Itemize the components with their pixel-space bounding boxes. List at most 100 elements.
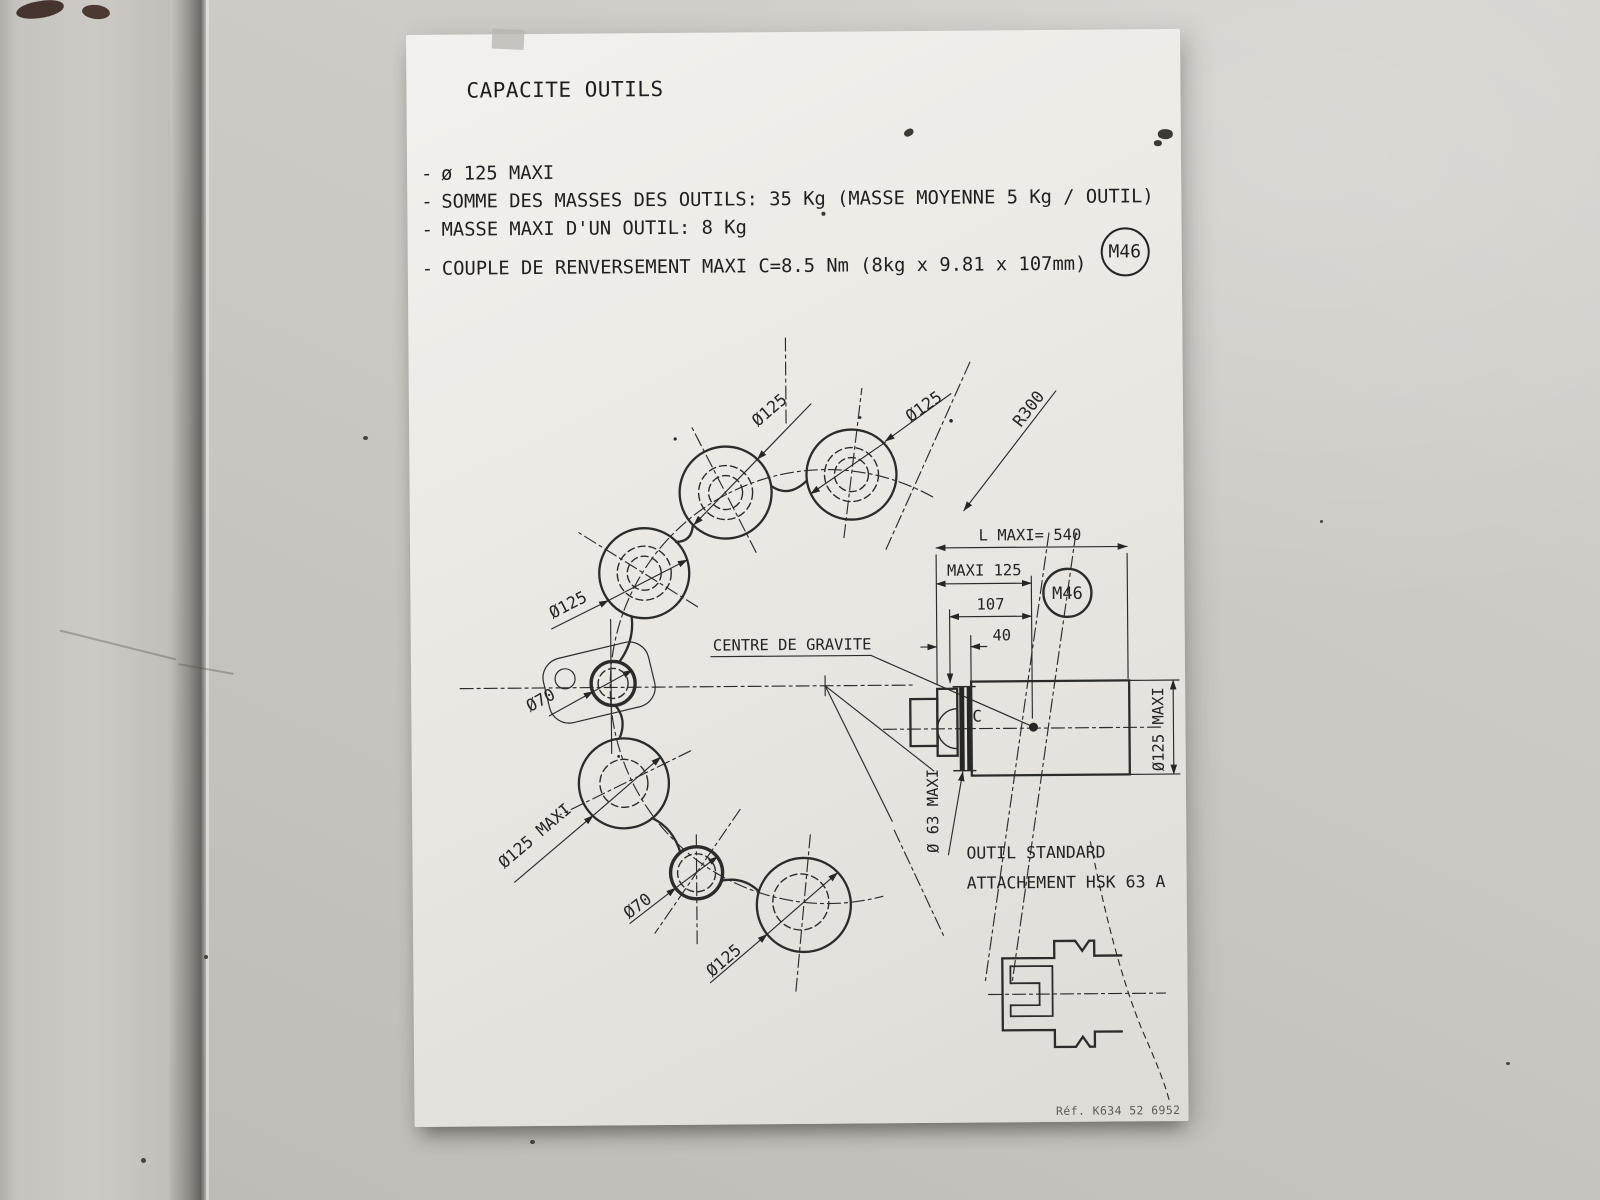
centre-gravite-label: CENTRE DE GRAVITE [713,635,872,654]
tool-pocket-circle [598,527,691,620]
tool-note-line1: OUTIL STANDARD [966,843,1105,863]
leader-line [693,458,758,526]
pocket-neck [614,704,624,740]
dim-label-dia125-c1: Ø125 [902,387,945,426]
page-title: CAPACITE OUTILS [466,77,664,103]
wall-panel-gap-shadow [168,0,206,1200]
construction-line [824,685,935,772]
tool-side-view: M46 [882,532,1170,1102]
pocket-bore-dashed [772,873,830,931]
leader-line [629,887,677,924]
radial-line [893,829,946,940]
hsk-profile-cavity [1009,965,1054,1018]
extension-line [1126,552,1129,679]
leader-line [709,933,768,984]
gripper-circle [668,845,725,901]
spec-item: -COUPLE DE RENVERSEMENT MAXI C=8.5 Nm (8… [422,227,1155,280]
center-of-gravity-point [1028,722,1038,732]
hsk-attachment: OUTIL STANDARD ATTACHEMENT HSK 63 A [966,843,1167,1049]
hsk-centerline [987,992,1167,996]
centre-gravite-callout: CENTRE DE GRAVITE C [710,635,1038,732]
pocket-neck [617,615,634,664]
gripper-pivot-circle [554,668,576,690]
gauge-ring-bar [959,686,965,771]
hsk-taper-tip [909,697,939,748]
tool-axis-line [882,726,1163,730]
extension-line [946,609,954,684]
leader-line [884,393,952,442]
tape-mark [491,28,525,50]
pocket-bore-dashed [597,667,629,700]
r300-leader-line [963,390,1057,512]
list-dash: - [421,258,434,280]
callout-leader [870,654,1031,726]
pocket-bore-dashed [599,758,649,809]
leader-line [607,559,688,602]
dim-label-dia70-gripper-left: Ø70 [523,685,558,716]
tool-pocket-circle [755,856,853,954]
spec-text: SOMME DES MASSES DES OUTILS: 35 Kg (MASS… [441,186,1154,213]
pocket-bore-dashed [707,474,744,511]
extension-line [1030,575,1033,719]
paper-speck [617,754,621,758]
pocket-bore-dashed [833,456,870,493]
paper-speck [949,418,953,423]
dim-label-l-maxi: L MAXI= 540 [979,526,1082,545]
wall-left-panel [0,0,170,1200]
spec-list: -ø 125 MAXI -SOMME DES MASSES DES OUTILS… [421,155,1155,280]
pocket-bore-dashed [626,555,662,591]
construction-diagonal [1011,532,1077,981]
radial-line [695,834,698,946]
drawing-specks [617,416,953,758]
list-dash: - [421,219,433,241]
dim-label-40: 40 [992,626,1011,644]
paper-speck [1157,129,1173,140]
radial-line [885,360,972,550]
radial-line [578,532,699,608]
dim-label-maxi-125: MAXI 125 [947,561,1022,580]
center-line-horizontal [459,684,914,690]
pocket-bore-dashed [616,545,672,601]
dim-label-dia125-c7: Ø125 [702,940,745,980]
side-view-dimensions: L MAXI= 540 MAXI 125 107 40 Ø 63 MAXI [920,526,1181,856]
tool-pocket-circle [805,428,898,521]
leader-line [548,691,594,717]
pocket-bore-dashed [676,853,717,893]
pocket-neck [674,523,695,544]
paper-speck [1153,140,1162,147]
paper-speck [673,437,677,441]
wall-speck [1506,1062,1510,1065]
gripper-circle [589,659,637,708]
dim-line [1169,679,1178,775]
paper-speck [902,127,915,139]
index-line-vertical [784,337,787,425]
radial-line [843,387,863,539]
spec-item: -SOMME DES MASSES DES OUTILS: 35 Kg (MAS… [421,183,1154,217]
spec-text: COUPLE DE RENVERSEMENT MAXI C=8.5 Nm (8k… [441,253,1087,280]
pitch-circle-arc [609,468,934,905]
dim-label-107: 107 [976,595,1004,613]
wall-speck [363,436,368,440]
dim-label-dia125-maxi-c5: Ø125 MAXI [495,800,575,872]
pocket-neck [720,878,760,893]
dim-label-dia125-c2: Ø125 [748,390,791,430]
dim-label-dia125-maxi-right: Ø125 MAXI [1149,687,1168,771]
hsk-profile-outline [1001,939,1124,1049]
leader-line [947,771,965,856]
dim-label-dia63-maxi: Ø 63 MAXI [924,769,943,853]
construction-diagonal [984,532,1050,982]
construction-curve [1089,841,1170,1102]
gripper-arm-outline [542,641,656,724]
leader-line [766,872,839,935]
wall-speck [1320,520,1323,523]
dim-label-dia70-gripper-bottom: Ø70 [620,889,655,922]
extension-line [935,554,938,686]
paper-sheet: CAPACITE OUTILS -ø 125 MAXI -SOMME DES M… [406,28,1189,1128]
technical-diagram: Ø125 Ø125 Ø125 Ø70 Ø125 MAXI Ø70 Ø125 [459,337,1181,1102]
wall-speck [530,1140,535,1144]
leader-line [551,599,610,630]
tool-body [969,679,1131,777]
tool-flange [936,687,959,758]
list-dash: - [421,163,433,185]
